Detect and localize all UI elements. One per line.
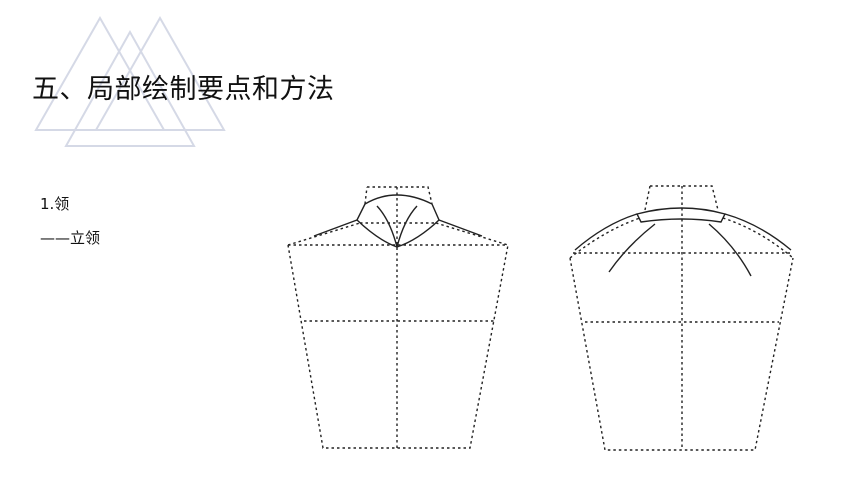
back-armhole-curves bbox=[608, 223, 752, 277]
back-body-outline bbox=[569, 185, 794, 451]
stand-collar-front-diagram bbox=[287, 186, 509, 449]
decorative-triangles bbox=[34, 15, 226, 147]
page-title: 五、局部绘制要点和方法 bbox=[32, 74, 335, 105]
front-body-outline bbox=[287, 186, 509, 449]
back-collar-band bbox=[635, 207, 727, 223]
back-shoulder-seams bbox=[574, 213, 792, 251]
section-label-stand-collar: ——立领 bbox=[40, 229, 101, 247]
front-collar bbox=[356, 194, 440, 248]
section-label-collar: 1.领 bbox=[40, 195, 70, 213]
front-collar-opening bbox=[376, 205, 418, 250]
front-shoulder-lines bbox=[313, 219, 483, 237]
stand-collar-back-diagram bbox=[569, 185, 794, 451]
